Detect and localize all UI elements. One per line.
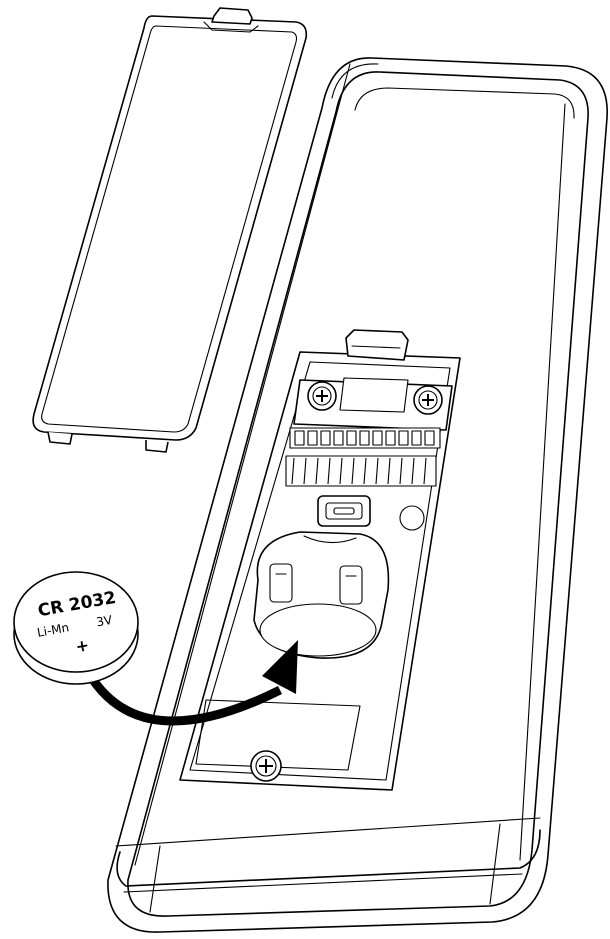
dip-switch-bank: [295, 431, 434, 445]
battery-voltage-label: 3V: [95, 613, 114, 630]
phillips-screw-icon: [414, 386, 442, 414]
coin-cell-holder: [254, 532, 388, 658]
tactile-switch: [318, 496, 370, 526]
coin-cell-battery-icon: CR 2032 Li-Mn 3V +: [14, 572, 138, 684]
phillips-screw-icon: [308, 382, 336, 410]
phillips-screw-icon: [251, 751, 281, 781]
